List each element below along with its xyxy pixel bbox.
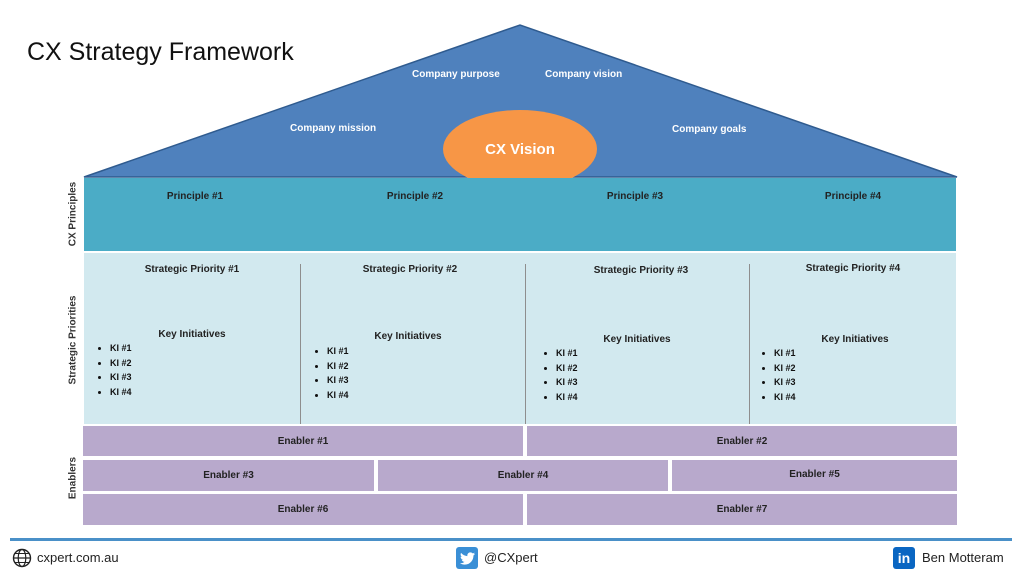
strategic-priority-3-title: Strategic Priority #3	[593, 265, 689, 276]
strategic-priority-1-title: Strategic Priority #1	[144, 264, 240, 275]
author-name[interactable]: Ben Motteram	[922, 550, 1004, 565]
enabler-1: Enabler #1	[83, 426, 523, 456]
company-purpose-label: Company purpose	[412, 69, 500, 80]
globe-icon	[12, 548, 32, 568]
list-item: KI #4	[556, 390, 578, 405]
ki-list: KI #1 KI #2 KI #3 KI #4	[96, 341, 132, 399]
key-initiatives-heading: Key Initiatives	[158, 329, 226, 340]
ki-list: KI #1 KI #2 KI #3 KI #4	[760, 346, 796, 404]
enabler-2: Enabler #2	[527, 426, 957, 456]
key-initiatives-heading: Key Initiatives	[603, 334, 671, 345]
list-item: KI #2	[110, 356, 132, 371]
list-item: KI #4	[327, 388, 349, 403]
column-divider	[525, 264, 526, 424]
twitter-handle[interactable]: @CXpert	[484, 550, 538, 565]
strategic-priority-2-title: Strategic Priority #2	[362, 264, 458, 275]
principle-3: Principle #3	[606, 191, 664, 202]
principle-2: Principle #2	[386, 191, 444, 202]
enabler-7: Enabler #7	[527, 494, 957, 525]
priorities-band	[84, 253, 956, 424]
list-item: KI #1	[327, 344, 349, 359]
enabler-5: Enabler #5	[672, 460, 957, 491]
list-item: KI #2	[327, 359, 349, 374]
footer-divider	[10, 538, 1012, 541]
company-goals-label: Company goals	[672, 124, 747, 135]
list-item: KI #3	[774, 375, 796, 390]
column-divider	[300, 264, 301, 424]
list-item: KI #3	[327, 373, 349, 388]
strategic-priorities-side-label: Strategic Priorities	[67, 295, 79, 385]
page-title: CX Strategy Framework	[27, 38, 294, 66]
ki-list: KI #1 KI #2 KI #3 KI #4	[313, 344, 349, 402]
list-item: KI #4	[774, 390, 796, 405]
principle-1: Principle #1	[166, 191, 224, 202]
list-item: KI #3	[556, 375, 578, 390]
key-initiatives-heading: Key Initiatives	[374, 331, 442, 342]
company-vision-label: Company vision	[545, 69, 623, 80]
linkedin-icon[interactable]: in	[893, 547, 915, 569]
company-mission-label: Company mission	[290, 123, 377, 134]
strategic-priority-4-title: Strategic Priority #4	[805, 263, 901, 274]
list-item: KI #1	[774, 346, 796, 361]
principles-band	[84, 178, 956, 251]
enabler-6: Enabler #6	[83, 494, 523, 525]
list-item: KI #2	[774, 361, 796, 376]
column-divider	[749, 264, 750, 424]
enabler-4: Enabler #4	[378, 460, 668, 491]
enablers-side-label: Enablers	[67, 456, 79, 500]
cx-principles-side-label: CX Principles	[67, 181, 79, 247]
ki-list: KI #1 KI #2 KI #3 KI #4	[542, 346, 578, 404]
cx-vision-ellipse: CX Vision	[443, 110, 597, 188]
list-item: KI #3	[110, 370, 132, 385]
key-initiatives-heading: Key Initiatives	[821, 334, 889, 345]
website-link[interactable]: cxpert.com.au	[37, 550, 119, 565]
enabler-3: Enabler #3	[83, 460, 374, 491]
principle-4: Principle #4	[824, 191, 882, 202]
list-item: KI #1	[110, 341, 132, 356]
twitter-icon[interactable]	[456, 547, 478, 569]
list-item: KI #1	[556, 346, 578, 361]
list-item: KI #4	[110, 385, 132, 400]
list-item: KI #2	[556, 361, 578, 376]
